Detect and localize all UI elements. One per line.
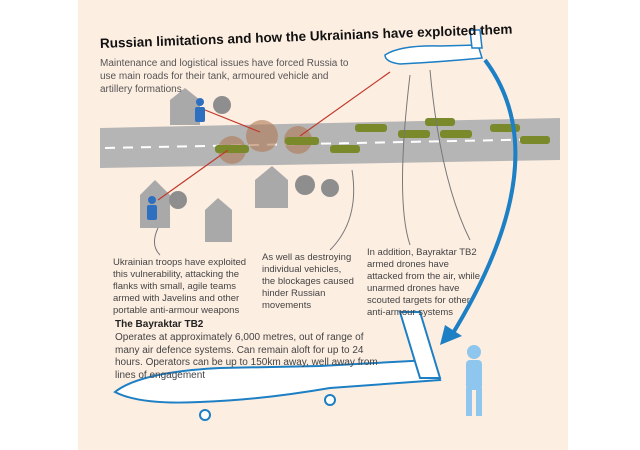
- soldier-icon: [147, 98, 205, 220]
- caption-pointer: [154, 69, 471, 256]
- tree-icon: [169, 96, 339, 209]
- bayraktar-description: Operates at approximately 6,000 metres, …: [115, 332, 378, 381]
- bayraktar-heading: The Bayraktar TB2: [115, 319, 204, 330]
- caption-drones: In addition, Bayraktar TB2 armed drones …: [367, 247, 480, 318]
- operator-icon: [466, 345, 482, 416]
- subtitle: Maintenance and logistical issues have f…: [100, 58, 349, 95]
- caption-blockages: As well as destroying individual vehicle…: [262, 252, 354, 311]
- road-markings: [104, 138, 556, 149]
- bayraktar-drone-illustration: [113, 311, 442, 421]
- drone-icon: [384, 29, 483, 65]
- caption-ukrainian-troops: Ukrainian troops have exploited this vul…: [113, 257, 247, 316]
- house-icon: [140, 88, 288, 242]
- drone-arrow-head: [440, 325, 462, 345]
- attack-arrow: [157, 71, 391, 201]
- drone-arrow: [448, 58, 518, 340]
- tank-icon: [215, 118, 550, 153]
